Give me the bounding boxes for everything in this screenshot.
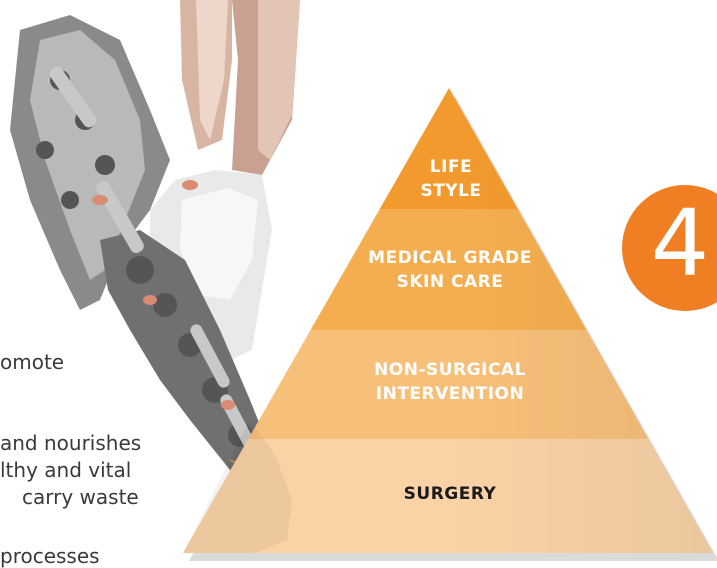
tier-label-line: SKIN CARE (340, 270, 560, 294)
step-number: 4 (620, 198, 717, 290)
tier-label-line: LIFE (371, 155, 531, 179)
body-text-line: and nourishes (0, 433, 141, 453)
body-text-line: lthy and vital (0, 460, 131, 480)
tier-label-medical-skin-care: MEDICAL GRADE SKIN CARE (340, 246, 560, 294)
tier-label-line: MEDICAL GRADE (340, 246, 560, 270)
tier-label-line: NON-SURGICAL (340, 358, 560, 382)
tier-label-surgery: SURGERY (370, 482, 530, 506)
body-text-line: carry waste (22, 487, 139, 507)
tier-label-lifestyle: LIFE STYLE (371, 155, 531, 203)
tier-label-line: INTERVENTION (340, 382, 560, 406)
body-text-line: omote (0, 352, 64, 372)
tier-label-non-surgical: NON-SURGICAL INTERVENTION (340, 358, 560, 406)
tier-label-line: SURGERY (370, 482, 530, 506)
tier-label-line: STYLE (371, 179, 531, 203)
body-text-line: processes (0, 546, 100, 566)
